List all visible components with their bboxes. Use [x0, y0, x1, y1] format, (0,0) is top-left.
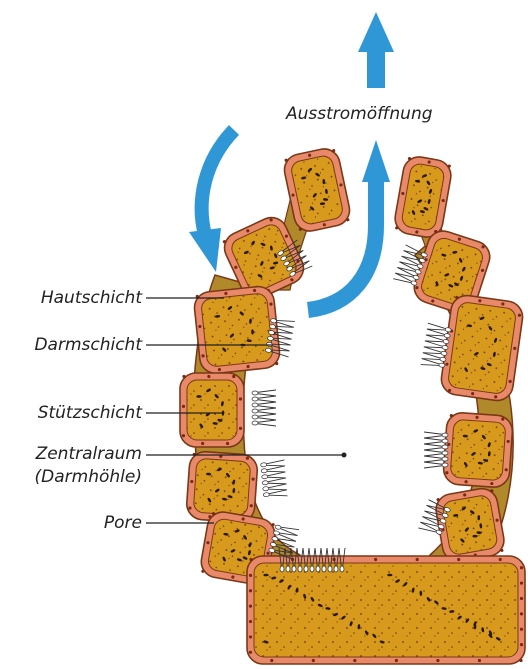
label-stuetzschicht: Stützschicht: [38, 403, 142, 424]
wall-cell: [443, 412, 514, 488]
wall-cells: [180, 146, 525, 664]
label-hautschicht: Hautschicht: [41, 288, 142, 309]
label-darmhoehle: (Darmhöhle): [35, 467, 142, 488]
wall-cell: [434, 486, 507, 564]
wall-cell: [393, 154, 454, 239]
wall-cell: [180, 373, 244, 447]
wall-cell: [439, 293, 524, 402]
label-ausstromoeffnung: Ausstromöffnung: [286, 104, 433, 125]
label-darmschicht: Darmschicht: [34, 335, 142, 356]
zentralraum-dot: [342, 453, 347, 458]
label-pore: Pore: [104, 513, 142, 534]
collar-cell-row: [252, 390, 276, 426]
collar-cell-row: [260, 460, 287, 498]
outflow-arrow-top: [358, 12, 394, 88]
label-zentralraum: Zentralraum: [36, 444, 142, 465]
